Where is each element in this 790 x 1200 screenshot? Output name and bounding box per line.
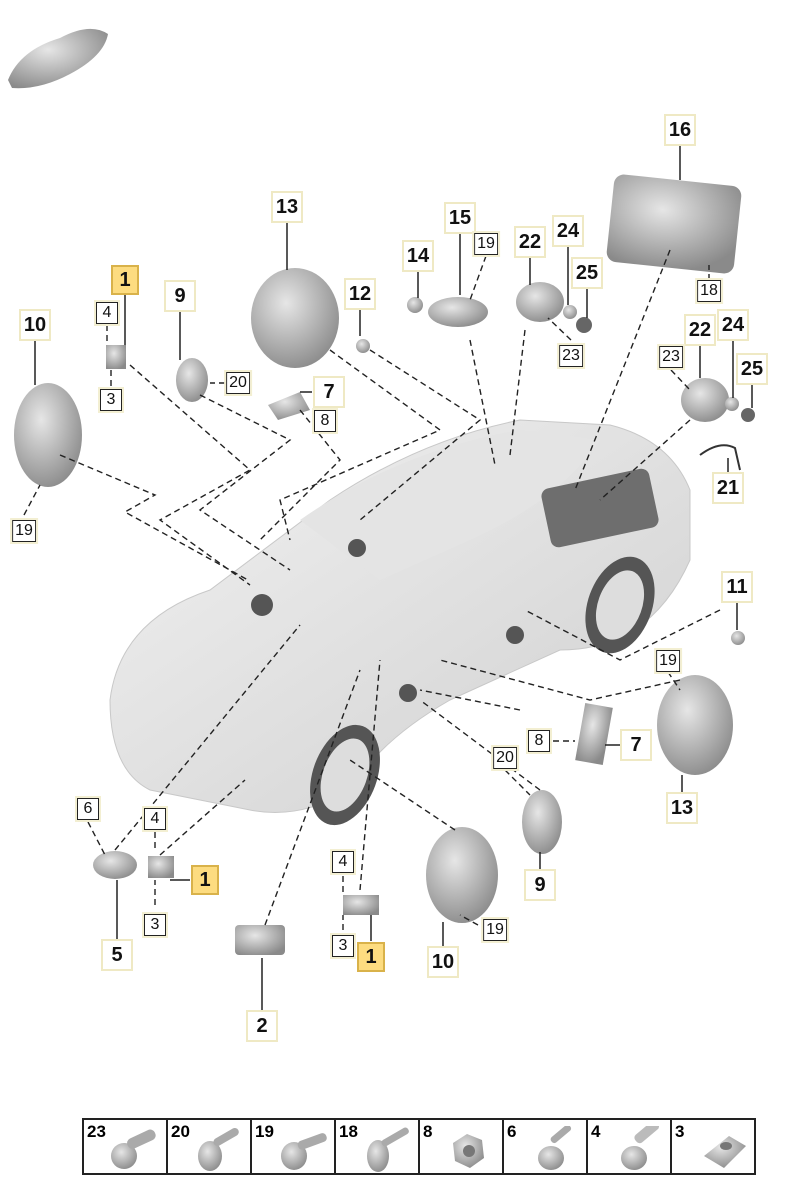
screw-icon (198, 1128, 239, 1171)
fastener-number: 19 (255, 1122, 274, 1141)
fastener-legend-strip: 23 20 19 18 8 6 4 3 (82, 1118, 756, 1175)
callout-part-16[interactable]: 16 (664, 114, 696, 146)
vehicle-body (109, 419, 691, 826)
callout-part-7[interactable]: 7 (620, 729, 652, 761)
fastener-label[interactable]: 6 (75, 796, 101, 822)
callout-part-5[interactable]: 5 (101, 939, 133, 971)
callout-part-9[interactable]: 9 (164, 280, 196, 312)
callout-part-21[interactable]: 21 (712, 472, 744, 504)
screw-icon (367, 1127, 409, 1172)
fastener-number: 20 (171, 1122, 190, 1141)
fastener-label[interactable]: 4 (330, 849, 356, 875)
fastener-cell-3[interactable]: 3 (672, 1120, 754, 1173)
callout-part-24[interactable]: 24 (552, 215, 584, 247)
fastener-cell-8[interactable]: 8 (420, 1120, 504, 1173)
callout-part-1[interactable]: 1 (191, 865, 219, 895)
fastener-label[interactable]: 23 (657, 344, 685, 370)
callout-part-2[interactable]: 2 (246, 1010, 278, 1042)
clip-nut-icon (704, 1136, 746, 1168)
fastener-label[interactable]: 8 (526, 728, 552, 754)
callout-part-25[interactable]: 25 (736, 353, 768, 385)
callout-part-11[interactable]: 11 (721, 571, 753, 603)
fastener-label[interactable]: 19 (654, 648, 682, 674)
fastener-number: 18 (339, 1122, 358, 1141)
fastener-label[interactable]: 4 (142, 806, 168, 832)
fastener-cell-18[interactable]: 18 (336, 1120, 420, 1173)
fastener-cell-6[interactable]: 6 (504, 1120, 588, 1173)
callout-part-10[interactable]: 10 (427, 946, 459, 978)
fastener-label[interactable]: 3 (330, 933, 356, 959)
fastener-number: 23 (87, 1122, 106, 1141)
callout-part-12[interactable]: 12 (344, 278, 376, 310)
callout-part-22[interactable]: 22 (514, 226, 546, 258)
fastener-label[interactable]: 8 (312, 408, 338, 434)
callout-part-13[interactable]: 13 (666, 792, 698, 824)
callout-part-7[interactable]: 7 (313, 376, 345, 408)
callout-part-15[interactable]: 15 (444, 202, 476, 234)
fastener-label[interactable]: 20 (491, 745, 519, 771)
screw-icon (621, 1126, 660, 1170)
fastener-number: 8 (423, 1122, 433, 1141)
fastener-label[interactable]: 3 (142, 912, 168, 938)
callout-part-9[interactable]: 9 (524, 869, 556, 901)
vehicle-thumbnail (8, 28, 108, 89)
fastener-label[interactable]: 23 (557, 343, 585, 369)
screw-icon (538, 1126, 572, 1170)
callout-part-24[interactable]: 24 (717, 309, 749, 341)
nut-icon (453, 1134, 484, 1168)
fastener-label[interactable]: 3 (98, 387, 124, 413)
callout-part-14[interactable]: 14 (402, 240, 434, 272)
fastener-label[interactable]: 18 (695, 278, 723, 304)
callout-part-1[interactable]: 1 (357, 942, 385, 972)
fastener-cell-20[interactable]: 20 (168, 1120, 252, 1173)
callout-part-13[interactable]: 13 (271, 191, 303, 223)
screw-icon (111, 1129, 156, 1169)
fastener-number: 4 (591, 1122, 601, 1141)
fastener-number: 6 (507, 1122, 517, 1141)
fastener-label[interactable]: 19 (472, 231, 500, 257)
screw-icon (281, 1133, 327, 1170)
callout-part-10[interactable]: 10 (19, 309, 51, 341)
leader-lines (34, 146, 753, 1010)
callout-part-25[interactable]: 25 (571, 257, 603, 289)
fastener-label[interactable]: 20 (224, 370, 252, 396)
fastener-cell-4[interactable]: 4 (588, 1120, 672, 1173)
dashed-reference-lines (23, 249, 721, 930)
callout-part-22[interactable]: 22 (684, 314, 716, 346)
fastener-label[interactable]: 4 (94, 300, 120, 326)
fastener-cell-23[interactable]: 23 (84, 1120, 168, 1173)
fastener-label[interactable]: 19 (481, 917, 509, 943)
fastener-number: 3 (675, 1122, 685, 1141)
parts (14, 174, 755, 955)
fastener-label[interactable]: 19 (10, 518, 38, 544)
callout-part-1[interactable]: 1 (111, 265, 139, 295)
fastener-cell-19[interactable]: 19 (252, 1120, 336, 1173)
